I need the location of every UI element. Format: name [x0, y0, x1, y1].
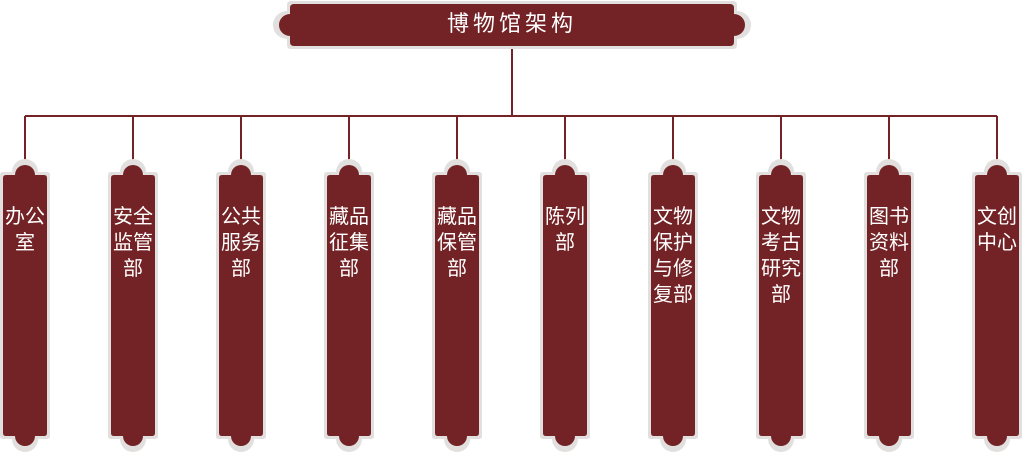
department-node [432, 159, 482, 452]
department-node-body [759, 165, 803, 446]
department-node [324, 159, 374, 452]
department-node-body [219, 165, 263, 446]
department-label: 文物保护与修复部 [653, 204, 693, 306]
department-label: 藏品征集部 [329, 204, 369, 280]
department-label: 办公室 [5, 204, 45, 254]
department-node [648, 159, 698, 452]
department-node [540, 159, 590, 452]
department-node-body [651, 165, 695, 446]
department-nodes [0, 159, 1022, 452]
root-node [273, 1, 751, 49]
department-node-body [435, 165, 479, 446]
department-label: 文创中心 [977, 204, 1017, 254]
department-node-body [327, 165, 371, 446]
department-label: 文物考古研究部 [761, 204, 801, 306]
department-node [756, 159, 806, 452]
department-node [864, 159, 914, 452]
department-node [216, 159, 266, 452]
department-node [108, 159, 158, 452]
department-label: 公共服务部 [221, 204, 261, 280]
department-label: 陈列部 [545, 204, 585, 254]
department-label: 藏品保管部 [437, 204, 477, 280]
department-node-body [3, 165, 47, 446]
department-node [0, 159, 50, 452]
root-title: 博物馆架构 [446, 12, 577, 37]
department-node-body [111, 165, 155, 446]
department-node-body [543, 165, 587, 446]
department-node [972, 159, 1022, 452]
department-label: 图书资料部 [869, 204, 909, 280]
department-node-body [867, 165, 911, 446]
root-node-body [279, 4, 745, 46]
department-node-body [975, 165, 1019, 446]
connectors [24, 49, 998, 162]
department-label: 安全监管部 [113, 204, 153, 280]
